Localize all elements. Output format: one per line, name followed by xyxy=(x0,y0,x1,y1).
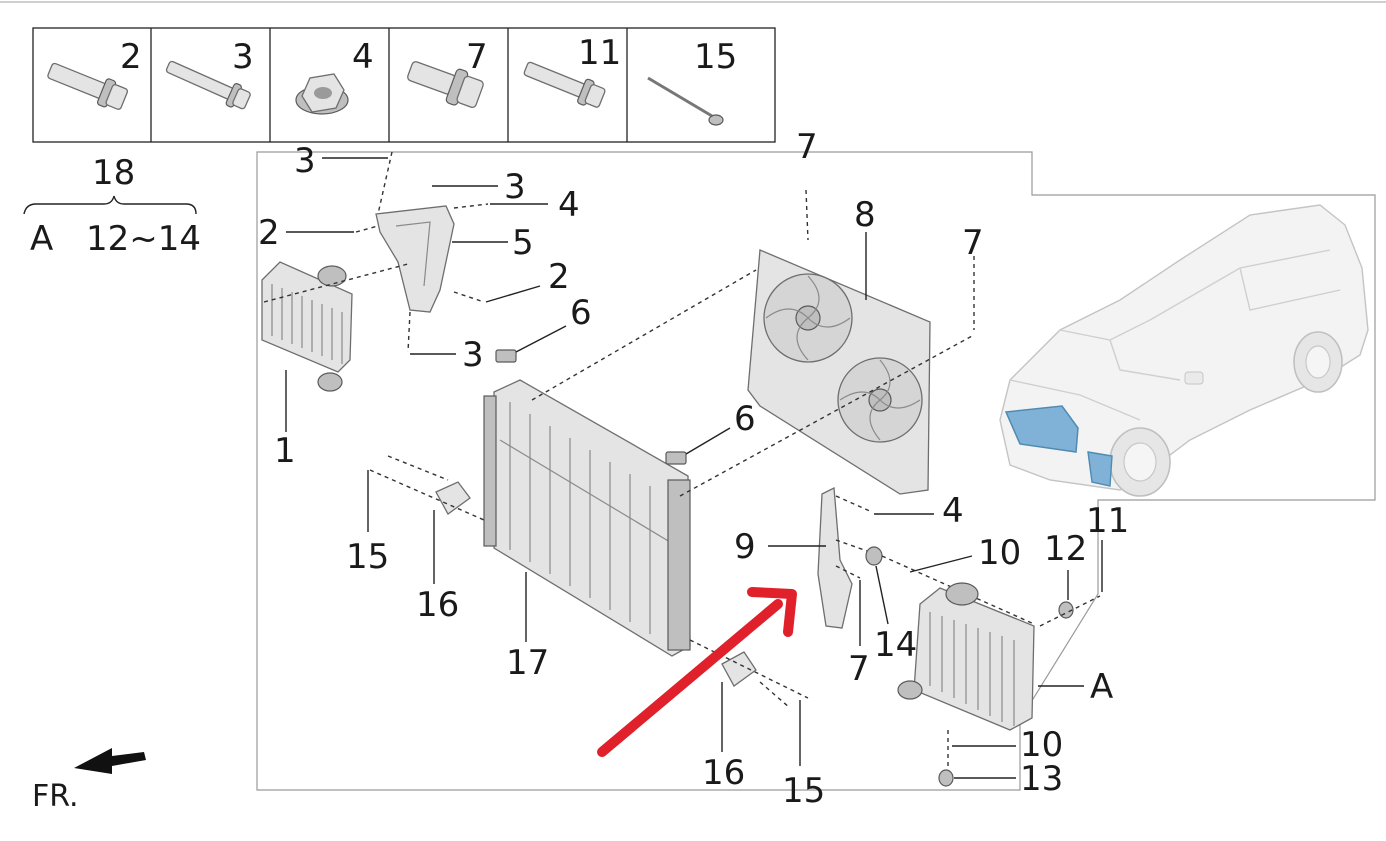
fastener-box-11[interactable]: 11 xyxy=(521,33,621,111)
kit-brace xyxy=(23,195,197,215)
fastener-box-4[interactable]: 4 xyxy=(295,37,374,115)
callout-2a: 2 xyxy=(258,213,280,253)
callout-10b: 10 xyxy=(1020,725,1063,765)
part-A-intercooler[interactable] xyxy=(897,582,1035,731)
callout-9: 9 xyxy=(734,527,756,567)
part-16-bracket-left[interactable] xyxy=(435,481,471,515)
callout-10a: 10 xyxy=(978,533,1021,573)
callout-13: 13 xyxy=(1020,759,1063,799)
direction-label: FR. xyxy=(32,779,79,814)
radiator-location-highlight xyxy=(1004,405,1079,453)
fastener-strip xyxy=(32,27,776,143)
fastener-box-2[interactable]: 2 xyxy=(45,37,142,113)
fastener-label-7: 7 xyxy=(466,37,488,77)
callout-3b: 3 xyxy=(504,167,526,207)
front-arrow-icon xyxy=(74,748,146,774)
part-9-duct-bracket[interactable] xyxy=(817,486,853,629)
callout-11: 11 xyxy=(1086,501,1129,541)
callout-15a: 15 xyxy=(346,537,389,577)
part-13-mount[interactable] xyxy=(938,769,954,787)
callout-4b: 4 xyxy=(942,491,964,531)
callout-3c: 3 xyxy=(462,335,484,375)
assembly-range: 12~14 xyxy=(86,219,201,259)
fastener-box-15[interactable]: 15 xyxy=(647,37,737,126)
callout-12: 12 xyxy=(1044,529,1087,569)
front-direction-indicator: FR. xyxy=(32,748,146,814)
callout-7a: 7 xyxy=(796,127,818,167)
callout-16a: 16 xyxy=(416,585,459,625)
part-6-clip-upper[interactable] xyxy=(495,349,517,363)
assembly-letter: A xyxy=(30,219,53,259)
part-17-radiator[interactable] xyxy=(483,379,691,657)
callout-7c: 7 xyxy=(848,649,870,689)
part-8-fan-shroud[interactable] xyxy=(747,249,931,495)
callout-1: 1 xyxy=(274,431,296,471)
callout-6a: 6 xyxy=(570,293,592,333)
callout-16b: 16 xyxy=(702,753,745,793)
part-16-bracket-right[interactable] xyxy=(721,651,757,687)
callout-3a: 3 xyxy=(294,141,316,181)
kit-label: 18 xyxy=(92,153,135,193)
part-6-clip-lower[interactable] xyxy=(665,451,687,465)
vehicle-locator xyxy=(999,204,1369,497)
fastener-label-2: 2 xyxy=(120,37,142,77)
fastener-label-11: 11 xyxy=(578,33,621,73)
callout-5: 5 xyxy=(512,223,534,263)
fastener-boxes: 2 3 4 7 xyxy=(32,27,776,143)
part-14-grommet[interactable] xyxy=(865,546,883,566)
diagram-frame xyxy=(256,151,1376,791)
fastener-box-3[interactable]: 3 xyxy=(163,37,254,112)
callout-8: 8 xyxy=(854,195,876,235)
callout-17: 17 xyxy=(506,643,549,683)
callout-15b: 15 xyxy=(782,771,825,811)
highlight-arrow xyxy=(597,587,797,757)
callout-4a: 4 xyxy=(558,185,580,225)
callout-A: A xyxy=(1090,667,1113,707)
fastener-label-15: 15 xyxy=(694,37,737,77)
part-5-bracket[interactable] xyxy=(375,205,455,313)
callout-14: 14 xyxy=(874,625,917,665)
fastener-label-3: 3 xyxy=(232,37,254,77)
callout-6b: 6 xyxy=(734,399,756,439)
callout-7b: 7 xyxy=(962,223,984,263)
part-1-intercooler[interactable] xyxy=(261,261,353,392)
fastener-label-4: 4 xyxy=(352,37,374,77)
fastener-box-7[interactable]: 7 xyxy=(404,37,488,112)
callout-2b: 2 xyxy=(548,257,570,297)
